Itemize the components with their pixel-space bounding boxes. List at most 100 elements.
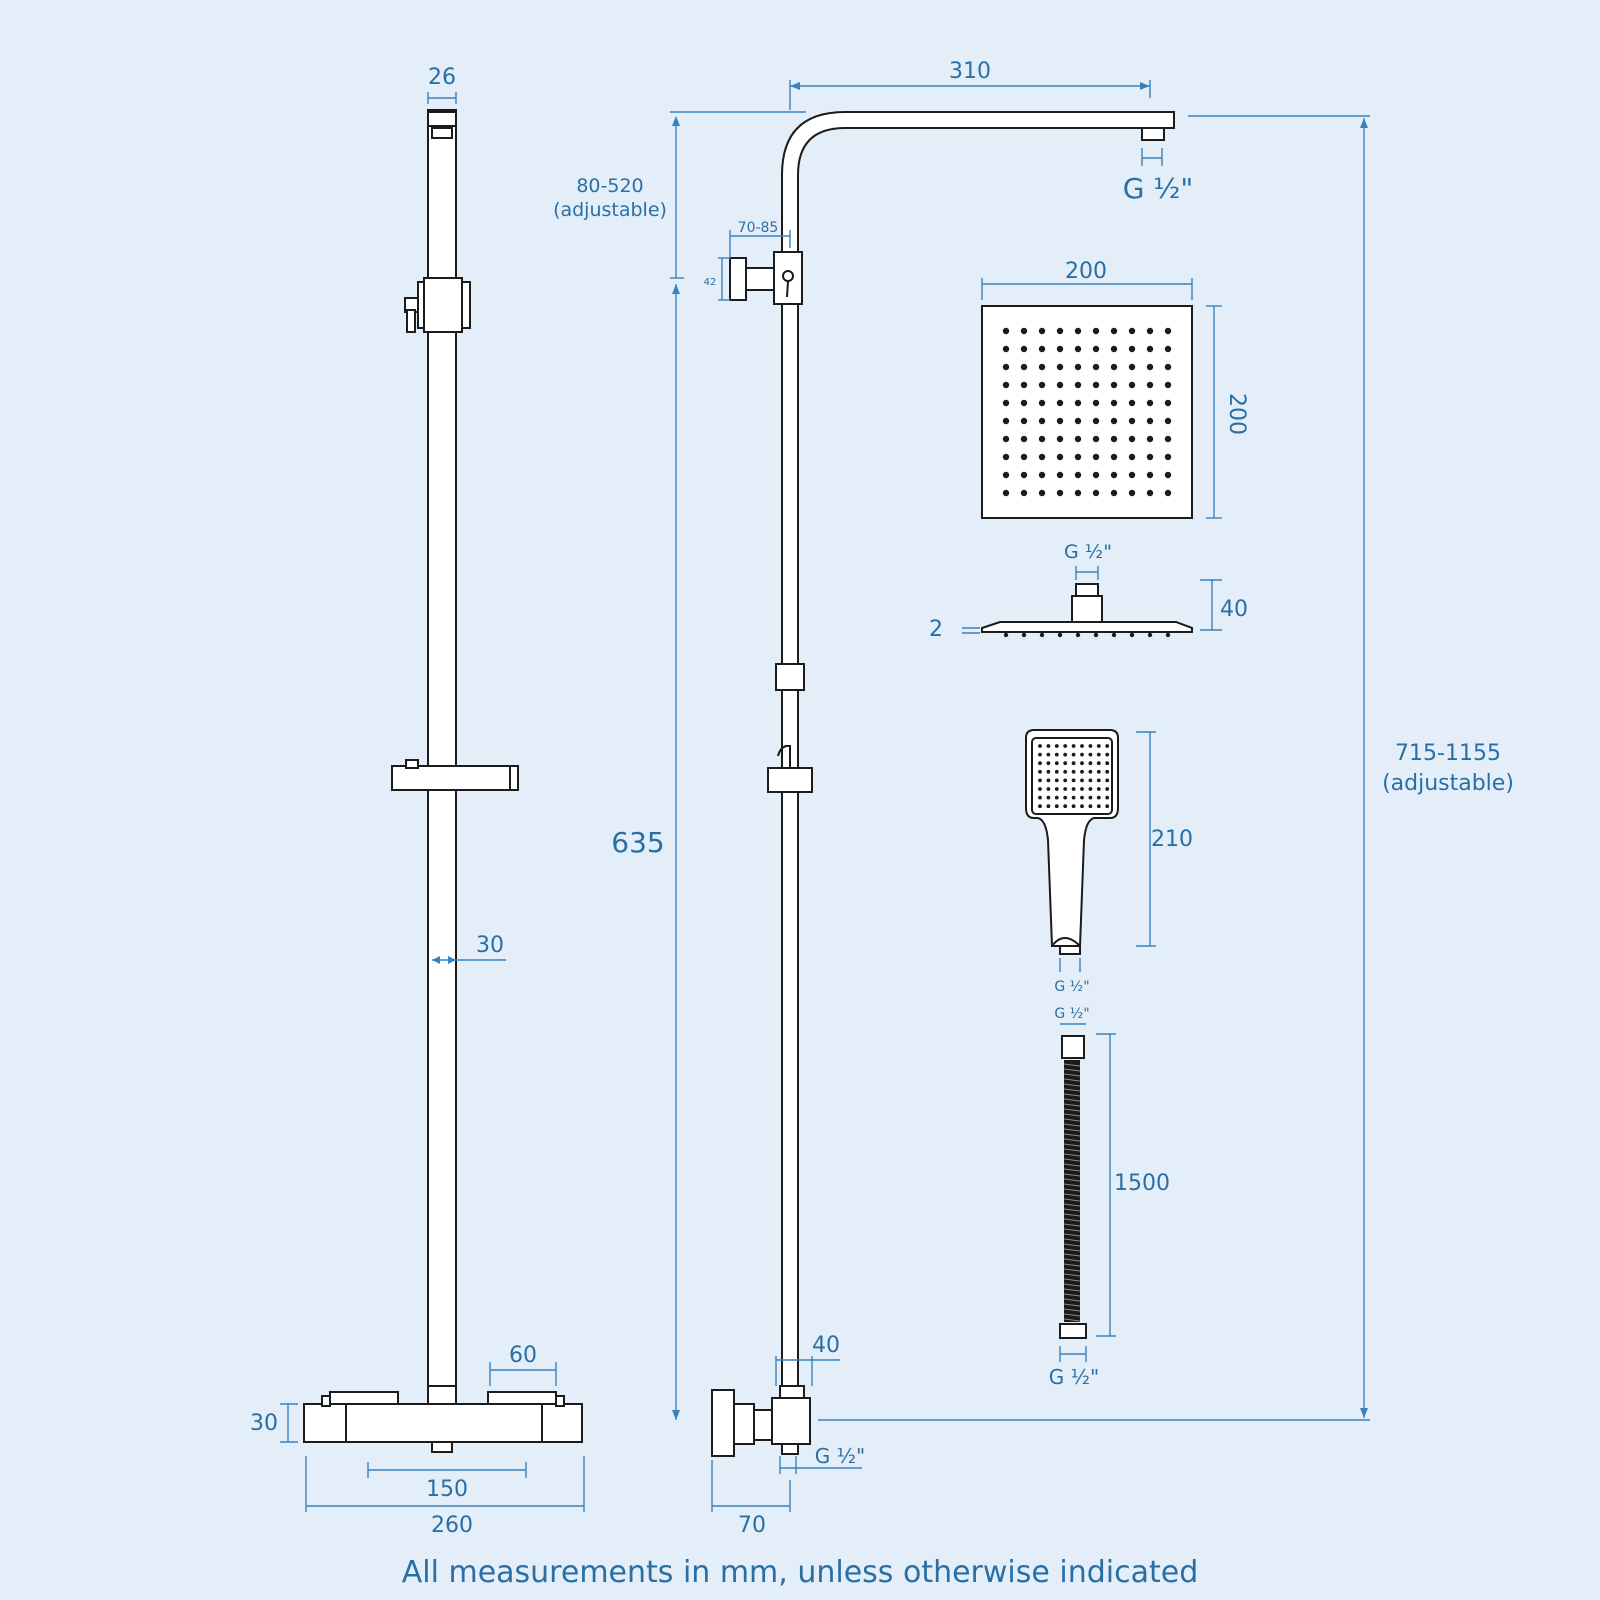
nozzle-dot [1020,417,1028,425]
dim-head-depth: 40 [1220,597,1248,622]
wall-bracket [729,251,803,305]
nozzle-dot [1056,345,1064,353]
nozzle-dot [1164,435,1172,443]
nozzle-dot [1002,399,1010,407]
nozzle-dot [1146,471,1154,479]
head-nozzles-profile [1003,632,1171,638]
hose-rib [1063,1148,1081,1152]
nozzle-dot [1128,381,1136,389]
hose-rib [1063,1098,1081,1102]
nozzle-dot [1020,435,1028,443]
side-slider [767,767,813,793]
nozzle-dot [1164,345,1172,353]
nozzle-dot [1063,787,1068,791]
hose-rib [1063,1168,1081,1172]
nozzle-dot [1164,453,1172,461]
hose-rib [1063,1178,1081,1182]
nozzle-dot [1071,795,1076,800]
nozzle-dot [1128,345,1136,353]
hose-rib [1063,1138,1081,1142]
nozzle-dot [1105,744,1110,748]
nozzle-dot [1038,804,1042,809]
hose-rib [1063,1288,1081,1292]
nozzle-dot [1063,778,1068,783]
front-view: 26 30 60 30 150 260 [250,65,585,1538]
nozzle-dot [1046,769,1051,774]
hose-rib [1063,1318,1081,1322]
nozzle-dot [1071,744,1076,748]
hose-rib [1063,1208,1081,1212]
dim-hose-length: 1500 [1114,1171,1170,1196]
nozzle-dot [1020,471,1028,479]
nozzle-dot [1080,795,1084,800]
dim-column-height: 635 [611,826,664,859]
nozzle-dot [1063,752,1068,757]
dim-head-width: 200 [1065,259,1107,284]
hose-rib [1063,1083,1081,1087]
nozzle-dot [1088,744,1093,748]
nozzle-dot [1092,345,1100,353]
nozzle-tip [1003,632,1009,638]
nozzle-dot [1146,453,1154,461]
hose-rib [1063,1133,1081,1137]
rain-head: 200 200 G ½" 2 40 [929,259,1249,642]
nozzle-dot [1088,752,1093,757]
hose-rib [1063,1233,1081,1237]
nozzle-dot [1002,417,1010,425]
hose-rib [1063,1173,1081,1177]
nozzle-dot [1071,804,1076,809]
nozzle-dot [1038,327,1046,335]
hose-rib [1063,1303,1081,1307]
nozzle-dot [1046,795,1051,800]
nozzle-dot [1080,787,1084,791]
nozzle-dot [1092,327,1100,335]
nozzle-dot [1046,778,1051,783]
nozzle-tip [1093,632,1099,638]
nozzle-dot [1020,345,1028,353]
hose-rib [1063,1238,1081,1242]
hose-rib [1063,1118,1081,1122]
hand-nozzle-grid [1038,744,1110,809]
nozzle-dot [1071,761,1076,766]
nozzle-dot [1054,787,1059,791]
hose-rib [1063,1313,1081,1317]
nozzle-dot [1046,804,1051,809]
nozzle-dot [1088,778,1093,783]
hose-rib [1063,1213,1081,1217]
nozzle-dot [1020,381,1028,389]
inlet-thread: G ½" [815,1444,865,1468]
shower-hose: G ½" 1500 G ½" [1049,1006,1170,1389]
nozzle-dot [1038,795,1042,800]
hose-rib [1063,1103,1081,1107]
nozzle-dot [1074,399,1082,407]
hose-rib [1063,1108,1081,1112]
nozzle-dot [1096,761,1101,766]
side-view: 310 G ½" 80-520 (adjustable) 70-85 42 63… [553,59,1514,1538]
nozzle-dot [1038,399,1046,407]
nozzle-dot [1074,381,1082,389]
column-joint [775,663,805,691]
nozzle-dot [1002,327,1010,335]
nozzle-dot [1054,752,1059,757]
nozzle-dot [1164,363,1172,371]
hose-rib [1063,1123,1081,1127]
nozzle-dot [1038,435,1046,443]
nozzle-tip [1147,632,1153,638]
nozzle-dot [1063,795,1068,800]
nozzle-dot [1110,489,1118,497]
hose-rib [1063,1073,1081,1077]
hose-rib [1063,1308,1081,1312]
slider-bracket [391,759,519,791]
nozzle-dot [1071,769,1076,774]
nozzle-dot [1110,435,1118,443]
nozzle-dot [1105,804,1110,809]
nozzle-dot [1105,761,1110,766]
hose-rib [1063,1163,1081,1167]
hose-rib [1063,1293,1081,1297]
nozzle-dot [1164,399,1172,407]
nozzle-dot [1128,453,1136,461]
nozzle-dot [1056,453,1064,461]
nozzle-dot [1020,363,1028,371]
nozzle-dot [1054,769,1059,774]
